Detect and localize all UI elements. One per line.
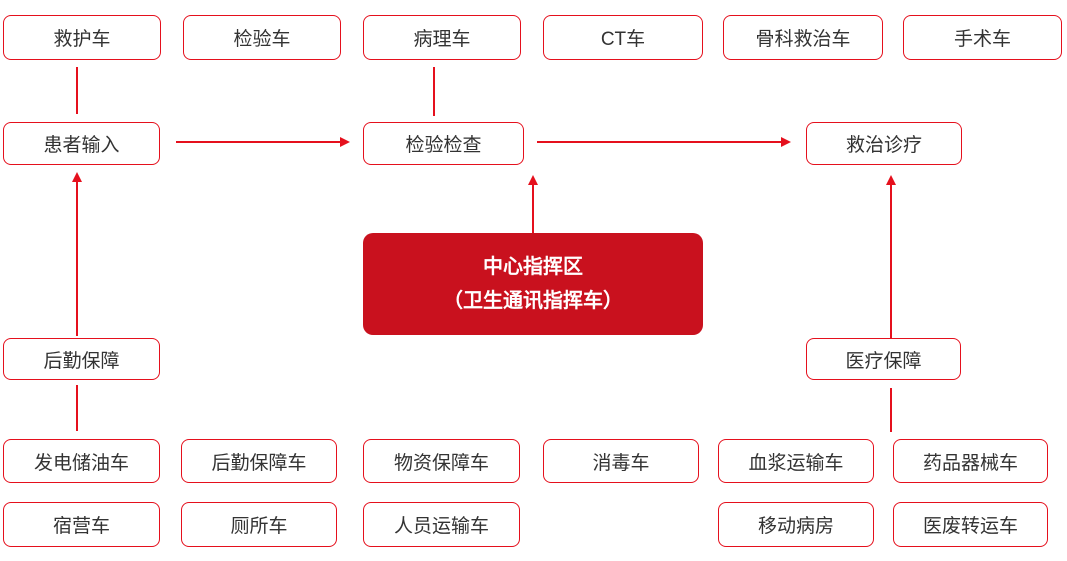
node-disinfection-vehicle: 消毒车 [543,439,699,483]
node-medical-support: 医疗保障 [806,338,961,380]
node-ct-vehicle: CT车 [543,15,703,60]
node-ambulance: 救护车 [3,15,161,60]
node-pathology-vehicle: 病理车 [363,15,521,60]
node-personnel-transport-vehicle: 人员运输车 [363,502,520,547]
node-power-oil-storage-vehicle: 发电储油车 [3,439,160,483]
command-center-line1: 中心指挥区 [483,256,583,278]
node-patient-input: 患者输入 [3,122,160,165]
arrowhead-up-command-to-exam [527,175,538,185]
node-medicine-equipment-vehicle: 药品器械车 [893,439,1048,483]
connector-ambulance-patient-input [76,67,78,114]
node-surgery-vehicle: 手术车 [903,15,1062,60]
connector-medical-support-vehicles [890,388,892,432]
node-mobile-ward: 移动病房 [718,502,874,547]
node-plasma-transport-vehicle: 血浆运输车 [718,439,874,483]
connector-pathology-exam-check [433,67,435,116]
command-center-line2: （卫生通讯指挥车） [443,290,623,312]
node-logistics-support: 后勤保障 [3,338,160,380]
node-supplies-support-vehicle: 物资保障车 [363,439,520,483]
node-camping-vehicle: 宿营车 [3,502,160,547]
node-medical-waste-transfer-vehicle: 医废转运车 [893,502,1048,547]
arrow-line-logistics-to-patient [76,181,78,336]
node-command-center: 中心指挥区 （卫生通讯指挥车） [363,233,703,335]
node-treatment: 救治诊疗 [806,122,962,165]
arrowhead-right-exam-to-treatment [781,136,791,147]
arrowhead-up-medical-to-treatment [885,175,896,185]
node-orthopedic-rescue-vehicle: 骨科救治车 [723,15,883,60]
node-exam-check: 检验检查 [363,122,524,165]
arrowhead-up-logistics-to-patient [71,172,82,182]
node-logistics-support-vehicle: 后勤保障车 [181,439,337,483]
node-toilet-vehicle: 厕所车 [181,502,337,547]
arrowhead-right-patient-to-exam [340,136,350,147]
arrow-line-command-to-exam [532,184,534,233]
connector-logistics-power-vehicle [76,385,78,431]
arrow-line-medical-to-treatment [890,184,892,338]
arrow-line-patient-to-exam [176,141,341,143]
node-lab-vehicle: 检验车 [183,15,341,60]
arrow-line-exam-to-treatment [537,141,782,143]
